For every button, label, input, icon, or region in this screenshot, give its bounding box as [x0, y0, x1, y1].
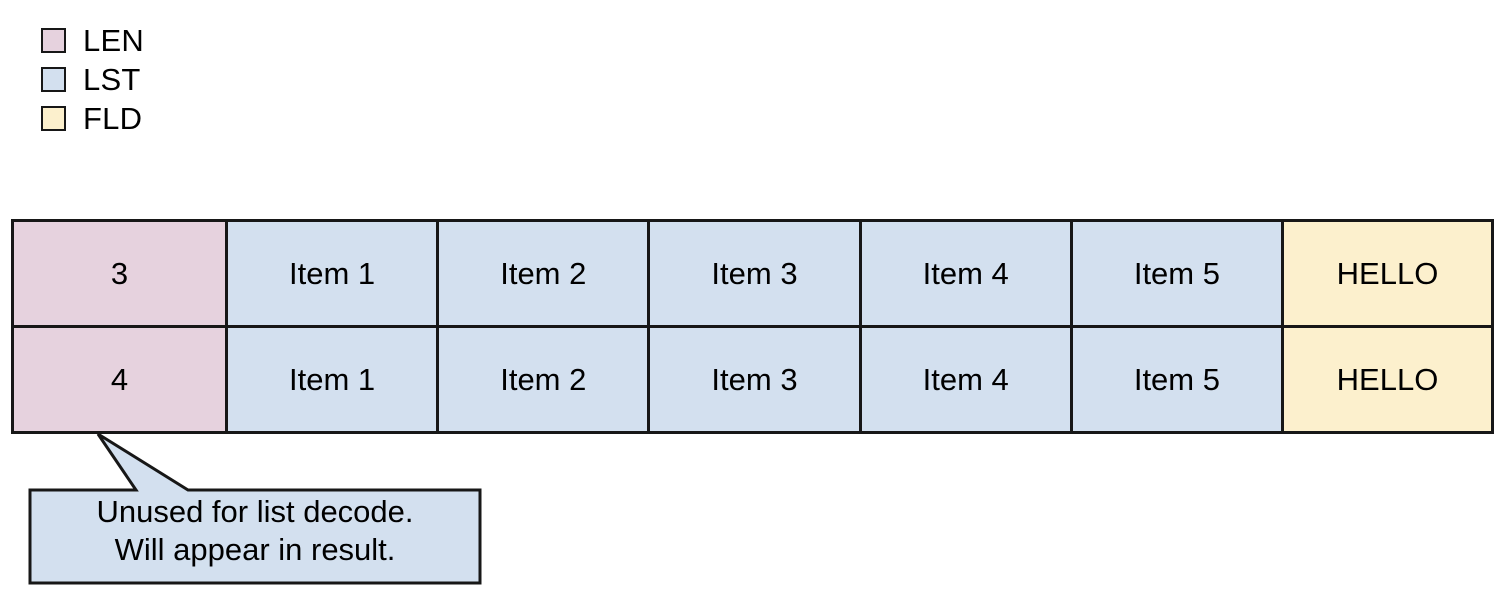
cell-len: 3 — [14, 222, 225, 325]
cell-list-item: Item 3 — [647, 328, 859, 431]
record-layout-table: 3 Item 1 Item 2 Item 3 Item 4 Item 5 HEL… — [11, 219, 1494, 434]
legend-item-lst: LST — [41, 60, 144, 99]
legend-item-fld: FLD — [41, 99, 144, 138]
cell-list-item: Item 4 — [858, 328, 1070, 431]
legend-label-len: LEN — [83, 23, 144, 58]
cell-list-item: Item 2 — [436, 222, 648, 325]
cell-field: HELLO — [1281, 328, 1492, 431]
cell-list-item: Item 3 — [647, 222, 859, 325]
table-row: 4 Item 1 Item 2 Item 3 Item 4 Item 5 HEL… — [14, 328, 1492, 431]
cell-list-item: Item 2 — [436, 328, 648, 431]
legend-swatch-len — [41, 28, 66, 53]
legend-swatch-fld — [41, 106, 66, 131]
cell-list-item: Item 5 — [1069, 328, 1282, 431]
legend-swatch-lst — [41, 67, 66, 92]
cell-list-item: Item 1 — [225, 222, 437, 325]
cell-len: 4 — [14, 328, 225, 431]
legend: LEN LST FLD — [41, 21, 144, 138]
legend-label-fld: FLD — [83, 101, 143, 136]
callout-annotation: Unused for list decode. Will appear in r… — [20, 425, 490, 595]
callout-bubble-shape — [28, 432, 482, 585]
cell-list-item: Item 5 — [1069, 222, 1282, 325]
cell-field: HELLO — [1281, 222, 1492, 325]
callout-bubble-path — [28, 432, 482, 585]
legend-item-len: LEN — [41, 21, 144, 60]
cell-list-item: Item 4 — [858, 222, 1070, 325]
cell-list-item: Item 1 — [225, 328, 437, 431]
legend-label-lst: LST — [83, 62, 141, 97]
table-row: 3 Item 1 Item 2 Item 3 Item 4 Item 5 HEL… — [14, 222, 1492, 328]
